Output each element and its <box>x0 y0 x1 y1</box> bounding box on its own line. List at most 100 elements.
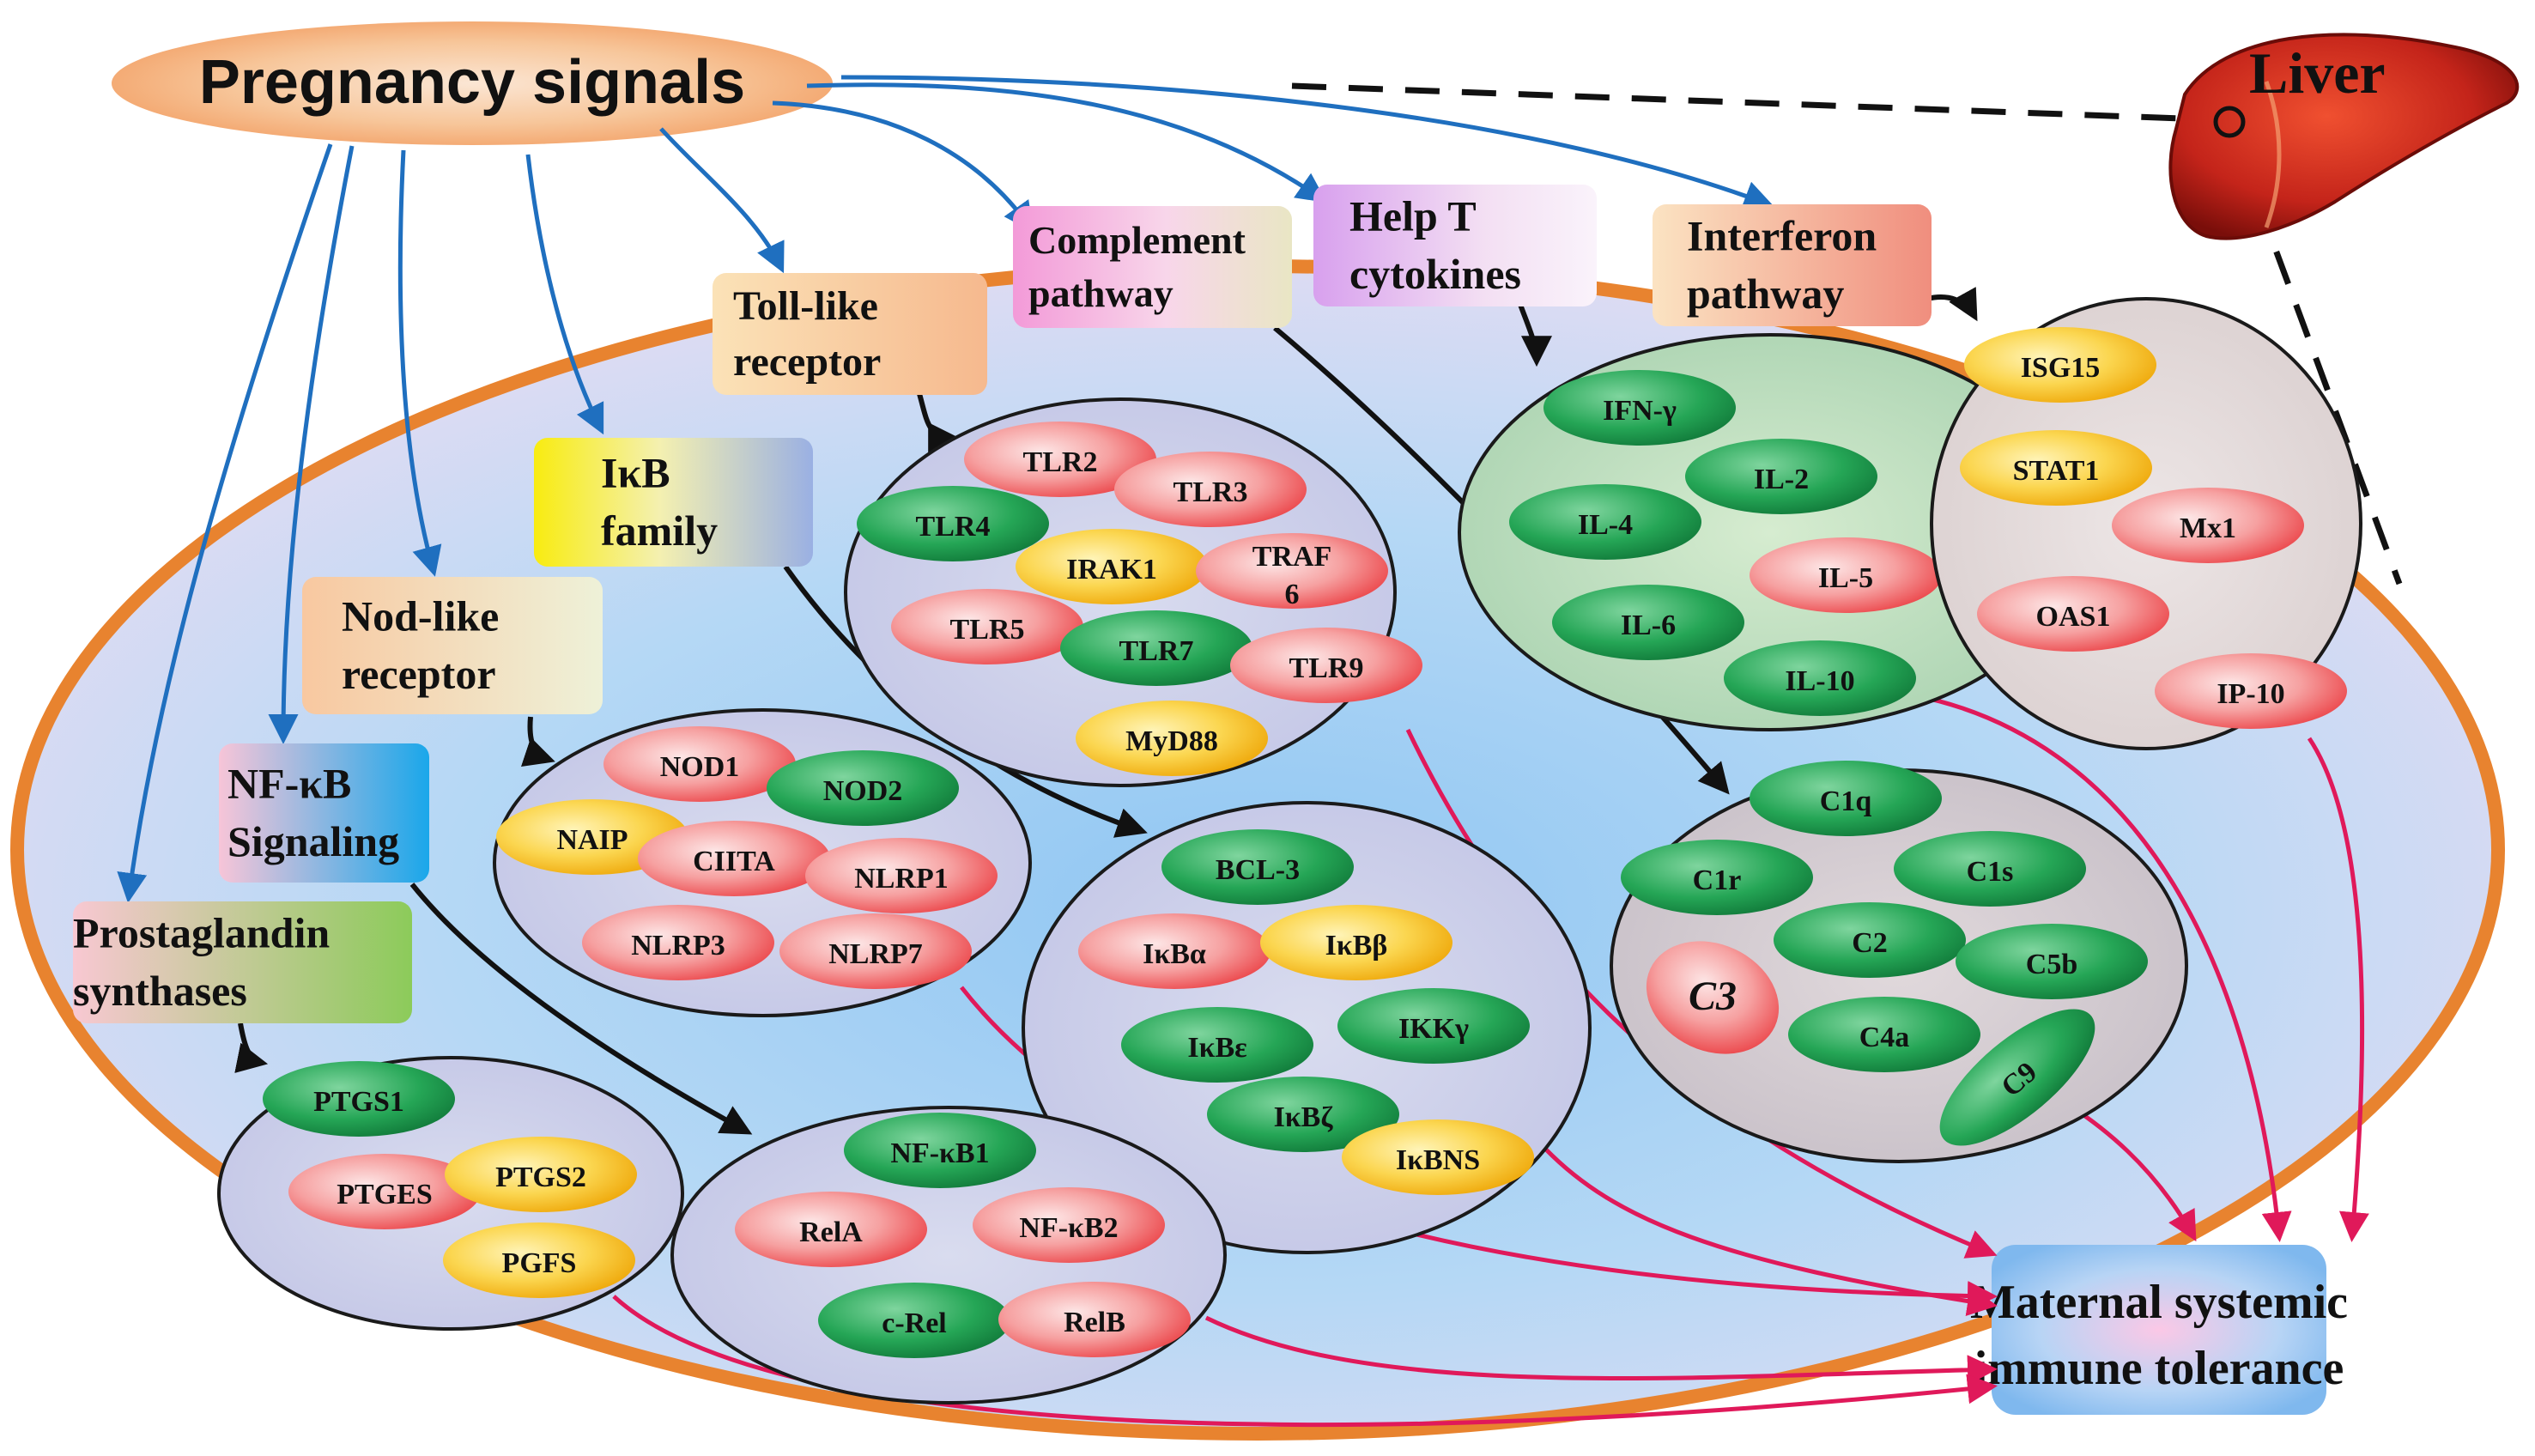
gene-label: C1q <box>1820 786 1872 817</box>
pathway-label-nod-1: Nod-like <box>342 592 499 640</box>
gene-label: IκBζ <box>1274 1101 1334 1133</box>
gene-label: IL-5 <box>1818 562 1873 594</box>
gene-node: TLR2 <box>964 422 1156 497</box>
gene-label: C4a <box>1859 1022 1910 1053</box>
outcome-line-2: immune tolerance <box>1974 1342 2344 1395</box>
arrow-signals-to-toll <box>659 127 785 274</box>
arrow-signals-to-prost <box>117 143 333 903</box>
arrow-signals-to-nfkb <box>268 145 355 744</box>
gene-node: IL-5 <box>1750 537 1942 613</box>
gene-label: IκBNS <box>1396 1144 1480 1176</box>
gene-label: IL-6 <box>1621 610 1676 641</box>
gene-label: STAT1 <box>2013 455 2100 487</box>
pathway-box-nfkb: NF-κB Signaling <box>219 743 429 883</box>
gene-label: TLR2 <box>1023 446 1098 478</box>
gene-node: NLRP7 <box>779 913 972 989</box>
pathway-label-prost-1: Prostaglandin <box>73 909 330 957</box>
gene-node: IRAK1 <box>1016 529 1208 604</box>
gene-node: C5b <box>1956 924 2148 999</box>
gene-node: IL-6 <box>1552 585 1744 660</box>
gene-node: C9 <box>1939 1009 2095 1146</box>
gene-node: Mx1 <box>2112 488 2304 563</box>
gene-label: RelA <box>799 1216 863 1248</box>
gene-label: TLR4 <box>916 511 991 543</box>
pathway-label-toll-2: receptor <box>733 339 881 385</box>
arrow-helpt-to-outcome <box>1913 693 2292 1242</box>
gene-node: BCL-3 <box>1161 829 1354 905</box>
arrow-toll-to-cluster <box>916 390 960 453</box>
pathway-label-interferon-2: pathway <box>1687 270 1844 318</box>
pathway-label-helpt-1: Help T <box>1349 192 1477 240</box>
arrow-ikb-to-outcome <box>1543 1147 1998 1316</box>
gene-node: PTGES <box>288 1154 481 1229</box>
gene-label: BCL-3 <box>1216 854 1300 886</box>
gene-node: IκBβ <box>1260 905 1452 980</box>
arrow-nod-to-cluster <box>520 716 555 767</box>
liver-label: Liver <box>2249 40 2386 106</box>
pathway-label-nfkb-1: NF-κB <box>227 760 351 808</box>
gene-label: IFN-γ <box>1603 395 1677 427</box>
gene-node: PTGS2 <box>445 1137 637 1212</box>
gene-label: TLR7 <box>1119 635 1194 667</box>
arrow-signals-to-ikb <box>525 154 604 435</box>
outcome-box <box>1992 1245 2326 1415</box>
gene-node: IL-4 <box>1509 484 1701 560</box>
gene-label: IκBβ <box>1325 930 1388 962</box>
gene-label: PTGES <box>337 1179 432 1210</box>
gene-node: OAS1 <box>1977 576 2169 652</box>
arrow-interferon-to-cluster <box>1926 287 1978 322</box>
pathway-box-toll: Toll-like receptor <box>713 273 987 395</box>
gene-label: PTGS1 <box>313 1086 404 1118</box>
gene-label: CIITA <box>693 846 775 877</box>
outcome-line-1: Maternal systemic <box>1970 1276 2348 1329</box>
gene-node: NF-κB2 <box>973 1187 1165 1263</box>
gene-label: Mx1 <box>2180 513 2236 544</box>
pathway-label-nod-2: receptor <box>342 650 496 698</box>
pathway-label-complement-1: Complement <box>1028 218 1246 262</box>
gene-label: IκBε <box>1187 1032 1246 1064</box>
pathway-label-helpt-2: cytokines <box>1349 250 1521 298</box>
gene-label: IKKγ <box>1398 1013 1469 1045</box>
gene-label: NOD2 <box>823 775 903 807</box>
arrow-nfkb-to-outcome <box>1204 1315 1998 1386</box>
pregnancy-signals-node <box>112 21 833 145</box>
gene-node: IκBα <box>1078 913 1271 989</box>
gene-label: PTGS2 <box>495 1162 586 1193</box>
arrow-signals-to-nod <box>397 149 442 577</box>
gene-label: ISG15 <box>2021 352 2101 384</box>
gene-node: IFN-γ <box>1543 370 1736 446</box>
gene-node: C1s <box>1894 831 2086 907</box>
gene-label: 6 <box>1285 579 1300 610</box>
gene-node: STAT1 <box>1960 430 2152 506</box>
liver-icon <box>2168 33 2520 240</box>
gene-node: ISG15 <box>1964 327 2156 403</box>
gene-node: C2 <box>1774 902 1966 978</box>
pathway-label-ikb-1: IκB <box>601 449 670 497</box>
pathway-label-toll-1: Toll-like <box>733 283 878 329</box>
pathway-label-nfkb-2: Signaling <box>227 817 399 865</box>
gene-node: PGFS <box>443 1222 635 1298</box>
cluster-helpt: IFN-γIL-2IL-4IL-5IL-6IL-10 <box>1458 333 2083 731</box>
arrow-signals-to-helpt <box>806 82 1327 203</box>
gene-label: TLR9 <box>1289 652 1364 684</box>
gene-node: PTGS1 <box>263 1061 455 1137</box>
pathway-label-interferon-1: Interferon <box>1687 212 1877 260</box>
gene-node: c-Rel <box>818 1283 1010 1358</box>
arrow-prost-to-cluster <box>234 1022 269 1073</box>
gene-label: TLR3 <box>1173 476 1248 508</box>
pathway-box-helpt: Help T cytokines <box>1313 185 1597 306</box>
gene-node: TLR9 <box>1230 628 1422 703</box>
gene-node: IKKγ <box>1337 988 1530 1064</box>
gene-label: OAS1 <box>2036 601 2111 633</box>
gene-node: IκBε <box>1121 1007 1313 1083</box>
gene-node: NLRP1 <box>805 838 998 913</box>
gene-label: C2 <box>1852 927 1888 959</box>
